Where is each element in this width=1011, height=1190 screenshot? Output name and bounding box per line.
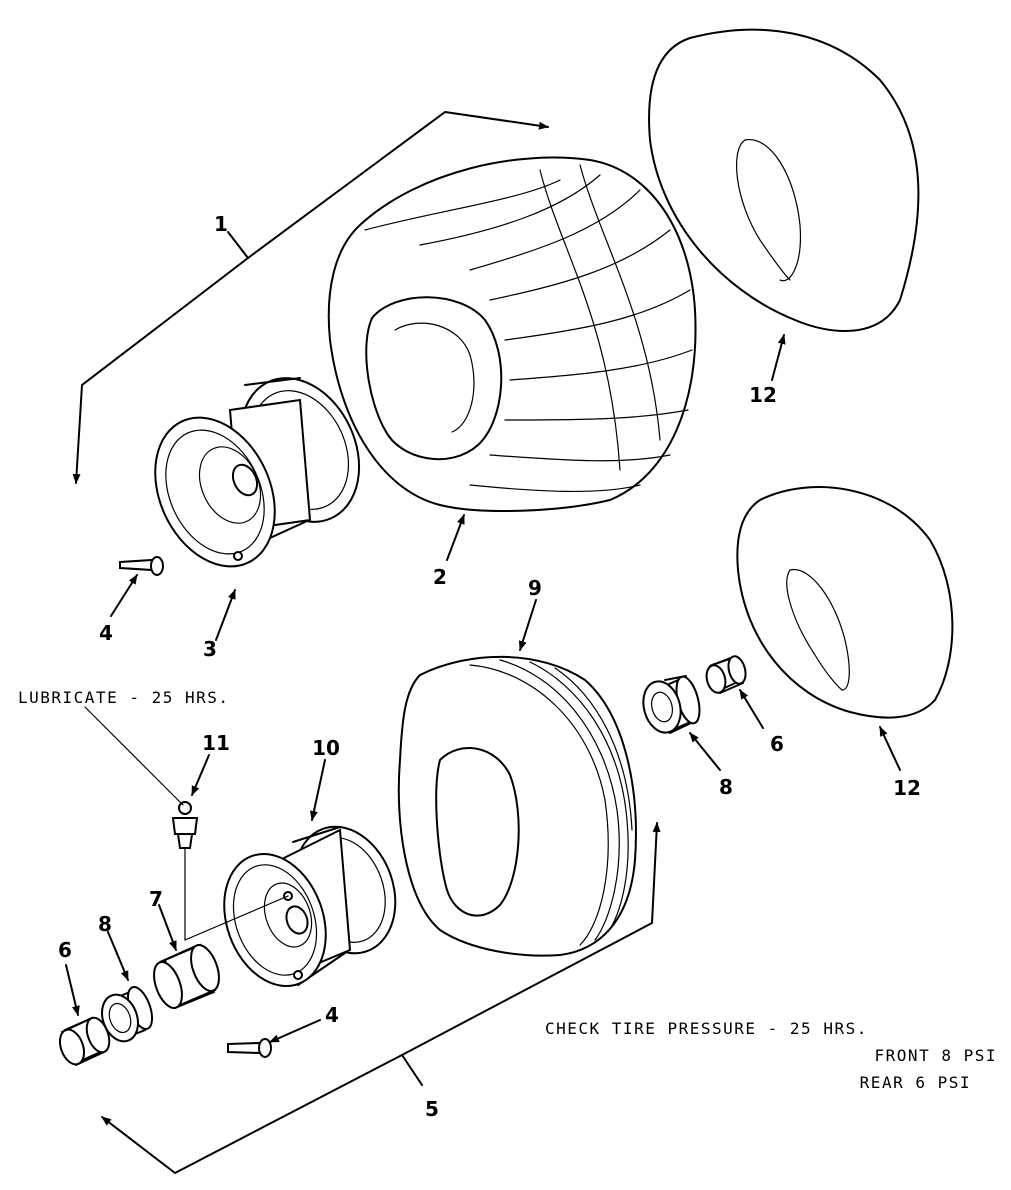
bracket-rear-assembly [72, 111, 549, 484]
callout-6-upper: 6 [770, 732, 784, 756]
front-rim [223, 825, 397, 987]
callout-12-upper: 12 [749, 383, 777, 407]
callout-6-lower: 6 [58, 938, 72, 962]
callout-2: 2 [433, 565, 447, 589]
callout-1: 1 [214, 212, 228, 236]
front-pressure-note: FRONT 8 PSI [875, 1046, 997, 1065]
lubricate-leader [84, 706, 184, 806]
bracket-front-assembly [101, 822, 661, 1174]
bushing-7 [153, 943, 220, 1009]
front-tire [397, 655, 637, 957]
bushing-lower [58, 1016, 111, 1066]
rear-pressure-note: REAR 6 PSI [860, 1073, 971, 1092]
tire-pressure-note: CHECK TIRE PRESSURE - 25 HRS. [545, 1019, 868, 1038]
callout-11: 11 [202, 731, 230, 755]
callout-7: 7 [149, 887, 163, 911]
callout-8-upper: 8 [719, 775, 733, 799]
valve-stem-upper [119, 556, 164, 576]
callout-3: 3 [203, 637, 217, 661]
callout-9: 9 [528, 576, 542, 600]
callout-8-lower: 8 [98, 912, 112, 936]
callout-numbers: 1 2 3 4 5 6 6 7 8 8 9 10 11 12 12 4 [58, 212, 921, 1121]
bushing-upper [705, 655, 747, 694]
callout-10: 10 [312, 736, 340, 760]
valve-stem-lower [227, 1038, 272, 1058]
grease-fitting [171, 801, 289, 941]
rear-tire [327, 156, 697, 513]
callout-arrows [65, 334, 901, 1043]
inner-tube-upper [648, 28, 920, 333]
callout-4-upper: 4 [99, 621, 113, 645]
bearing-upper [642, 675, 701, 734]
callout-5: 5 [425, 1097, 439, 1121]
bearing-lower [101, 986, 154, 1043]
callout-12-lower: 12 [893, 776, 921, 800]
rear-rim [154, 377, 361, 568]
inner-tube-lower [736, 486, 954, 719]
callout-4-lower: 4 [325, 1003, 339, 1027]
lubricate-note: LUBRICATE - 25 HRS. [18, 688, 230, 707]
